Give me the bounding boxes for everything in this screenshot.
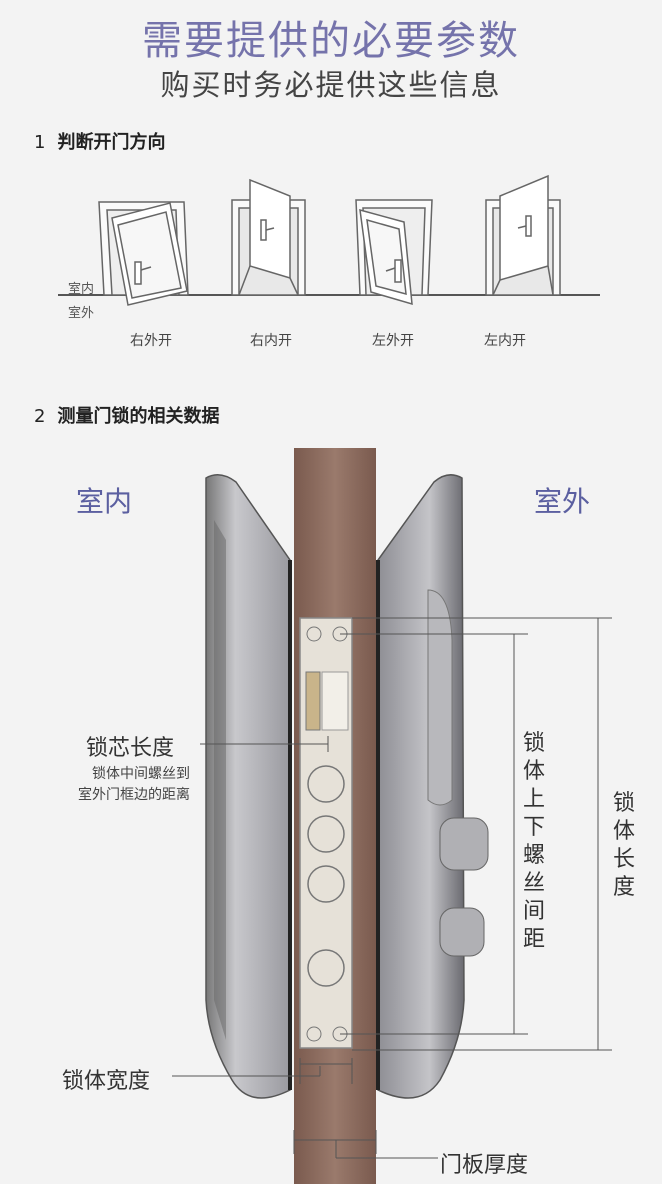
- section-number: 2: [34, 406, 46, 427]
- section-title: 测量门锁的相关数据: [57, 406, 220, 427]
- label-outdoor: 室外: [534, 485, 591, 518]
- door-caption-right-outward: 右外开: [130, 333, 172, 349]
- door-right-inward: [231, 178, 306, 296]
- section-door-direction-heading: 1 判断开门方向: [34, 128, 165, 154]
- note-core-length-line1: 锁体中间螺丝到: [92, 766, 190, 782]
- section-number: 1: [34, 132, 46, 153]
- note-core-length-line2: 室外门框边的距离: [78, 787, 190, 803]
- label-indoor: 室内: [76, 485, 133, 518]
- measurement-lines: [172, 617, 612, 1159]
- label-core-length: 锁芯长度: [86, 736, 175, 761]
- label-body-width: 锁体宽度: [62, 1069, 151, 1094]
- door-caption-left-outward: 左外开: [372, 333, 414, 349]
- note-core-length: 锁体中间螺丝到 室外门框边的距离: [20, 764, 190, 806]
- outdoor-lock-body: [376, 474, 489, 1099]
- label-body-length: 锁体长度: [612, 791, 635, 900]
- lock-measurement-diagram: [172, 448, 612, 1184]
- door-left-outward: [355, 199, 433, 306]
- section-measure-heading: 2 测量门锁的相关数据: [34, 402, 219, 428]
- label-screw-spacing: 锁体上下螺丝间距: [522, 731, 545, 952]
- page-subtitle: 购买时务必提供这些信息: [160, 68, 502, 102]
- door-left-inward: [485, 174, 561, 296]
- outdoor-knob-lower: [439, 907, 485, 957]
- page-title: 需要提供的必要参数: [142, 18, 520, 64]
- outdoor-knob-upper: [439, 817, 489, 871]
- section-title: 判断开门方向: [57, 132, 166, 153]
- door-caption-right-inward: 右内开: [250, 333, 292, 349]
- door-right-outward: [98, 201, 189, 306]
- door-direction-diagram: [58, 174, 600, 306]
- label-inside: 室内: [68, 282, 95, 297]
- label-door-thickness: 门板厚度: [440, 1153, 529, 1178]
- door-caption-left-inward: 左内开: [484, 333, 526, 349]
- label-outside: 室外: [68, 306, 95, 321]
- indoor-lock-body: [205, 474, 292, 1099]
- mortise-lock-plate: [299, 617, 353, 1049]
